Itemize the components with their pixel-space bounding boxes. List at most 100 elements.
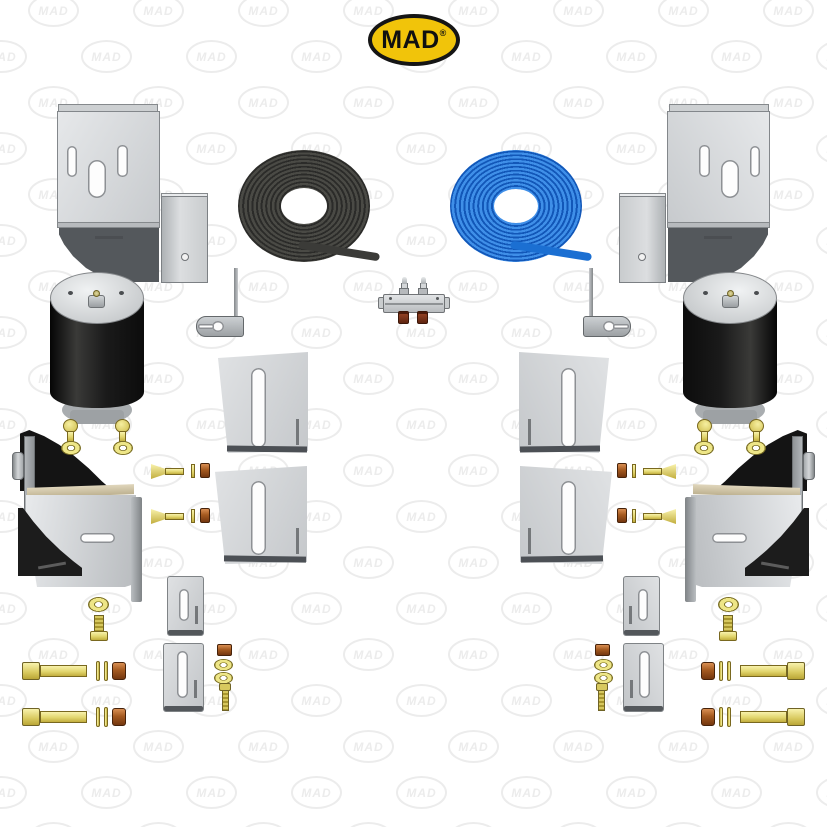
- keyhole-slot: [198, 324, 214, 329]
- washer: [214, 672, 233, 684]
- plate-slot: [251, 481, 266, 555]
- washer-edge: [96, 661, 100, 681]
- watermark-oval: MAD: [553, 0, 604, 27]
- washer-edge: [104, 707, 108, 727]
- watermark-oval: MAD: [186, 132, 237, 165]
- top-plate-hole: [703, 291, 708, 295]
- watermark-oval: MAD: [343, 270, 394, 303]
- pin: [191, 464, 195, 478]
- watermark-oval: MAD: [448, 546, 499, 579]
- hex-bolt-shaft: [740, 665, 787, 677]
- air-spring-base: [70, 410, 124, 424]
- upper-bracket-flange: [161, 196, 208, 283]
- watermark-oval: MAD: [238, 730, 289, 763]
- top-plate-hole: [754, 291, 759, 295]
- countersunk-bolt-shaft: [643, 513, 662, 520]
- nut: [200, 508, 210, 523]
- short-bolt-head: [719, 631, 737, 641]
- valve-fitting-base: [399, 288, 409, 295]
- watermark-oval: MAD: [396, 408, 447, 441]
- washer: [694, 441, 714, 455]
- brand-logo: MAD®: [368, 14, 460, 66]
- watermark-oval: MAD: [343, 362, 394, 395]
- watermark-oval: MAD: [448, 0, 499, 27]
- watermark-oval: MAD: [658, 730, 709, 763]
- watermark-oval: MAD: [343, 730, 394, 763]
- valve-knob: [398, 311, 409, 324]
- upper-bracket-center-hole: [88, 160, 106, 198]
- watermark-oval: MAD: [291, 40, 342, 73]
- part-marking: [95, 236, 123, 239]
- watermark-oval: MAD: [396, 132, 447, 165]
- plate-bottom-edge: [520, 555, 604, 563]
- plate-bottom-edge: [624, 630, 659, 635]
- valve-mount-hole: [436, 297, 439, 300]
- watermark-oval: MAD: [133, 0, 184, 27]
- nut: [112, 662, 126, 680]
- valve-fitting-tip: [421, 277, 426, 284]
- l-bracket-arm: [589, 268, 593, 320]
- plate-slot: [561, 481, 576, 555]
- plate-bottom-edge: [164, 706, 203, 711]
- keyhole-slot: [613, 324, 629, 329]
- washer-edge: [719, 707, 723, 727]
- watermark-oval: MAD: [501, 776, 552, 809]
- upper-bracket-flange: [619, 196, 666, 283]
- plate-slot: [638, 589, 648, 621]
- watermark-oval: MAD: [238, 270, 289, 303]
- upper-bracket-bottom-lip: [57, 222, 160, 228]
- washer-edge: [104, 661, 108, 681]
- keyhole-circle: [212, 321, 224, 332]
- upper-bracket-slot: [117, 145, 128, 177]
- watermark-oval: MAD: [28, 0, 79, 27]
- plate-bottom-edge: [624, 706, 663, 711]
- nut: [617, 508, 627, 523]
- bolt-shaft: [222, 690, 229, 711]
- watermark-oval: MAD: [553, 86, 604, 119]
- hex-bolt-shaft: [740, 711, 787, 723]
- bolt-shaft: [598, 690, 605, 711]
- watermark-oval: MAD: [396, 776, 447, 809]
- watermark-oval: MAD: [711, 40, 762, 73]
- registered-mark: ®: [439, 28, 447, 38]
- watermark-oval: MAD: [763, 0, 814, 27]
- watermark-oval: MAD: [606, 776, 657, 809]
- pin: [632, 509, 636, 523]
- watermark-oval: MAD: [448, 270, 499, 303]
- watermark-oval: MAD: [186, 776, 237, 809]
- washer-edge: [96, 707, 100, 727]
- countersunk-bolt-shaft: [165, 468, 184, 475]
- coil-center-hole: [281, 188, 327, 224]
- upper-bracket-slot: [699, 145, 710, 177]
- lower-bracket-side-cylinder: [803, 452, 815, 480]
- upper-bracket-bottom-lip: [667, 222, 770, 228]
- watermark-oval: MAD: [28, 730, 79, 763]
- lower-bracket-side-cylinder: [12, 452, 24, 480]
- watermark-oval: MAD: [291, 316, 342, 349]
- hex-bolt-head: [787, 708, 805, 726]
- watermark-oval: MAD: [711, 684, 762, 717]
- watermark-oval: MAD: [343, 454, 394, 487]
- nut: [112, 708, 126, 726]
- washer: [88, 597, 109, 612]
- washer: [718, 597, 739, 612]
- pin: [191, 509, 195, 523]
- part-marking: [629, 606, 632, 624]
- nut: [617, 463, 627, 478]
- watermark-oval: MAD: [238, 0, 289, 27]
- watermark-oval: MAD: [81, 776, 132, 809]
- air-fitting-tip: [93, 290, 100, 297]
- countersunk-bolt-shaft: [643, 468, 662, 475]
- part-marking: [195, 606, 198, 624]
- part-marking: [630, 680, 633, 698]
- valve-fitting-base: [418, 288, 428, 295]
- washer-edge: [719, 661, 723, 681]
- flange-hole: [181, 253, 189, 261]
- watermark-oval: MAD: [343, 546, 394, 579]
- watermark-oval: MAD: [448, 454, 499, 487]
- watermark-oval: MAD: [81, 40, 132, 73]
- washer: [746, 441, 766, 455]
- l-bracket-arm: [234, 268, 238, 320]
